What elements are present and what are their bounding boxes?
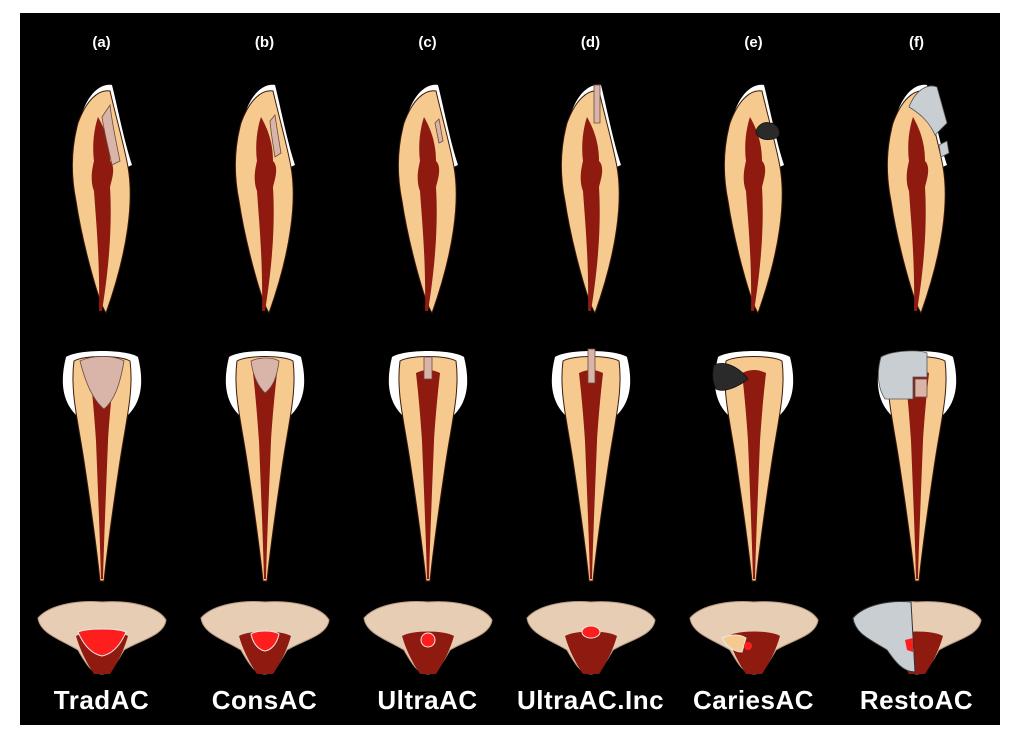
exposed-pulp xyxy=(582,626,600,638)
column-name: UltraAC.Inc xyxy=(501,685,680,716)
column-e: (e) CariesAC xyxy=(672,13,835,725)
column-letter: (b) xyxy=(183,34,346,51)
front-view-tooth xyxy=(672,331,835,591)
caries-access xyxy=(722,635,746,652)
access-cavity-figure: (a) TradAC (b) ConsAC (c) UltraAC (d) Ul… xyxy=(20,13,1000,725)
column-letter: (f) xyxy=(835,34,998,51)
front-view-tooth xyxy=(346,331,509,591)
caries-lesion xyxy=(756,123,779,140)
side-view-tooth xyxy=(346,61,509,331)
column-name: ConsAC xyxy=(175,685,354,716)
restoration xyxy=(853,602,915,672)
access-cavity xyxy=(588,349,595,383)
occlusal-view-tooth xyxy=(346,588,509,683)
column-letter: (c) xyxy=(346,34,509,51)
column-name: CariesAC xyxy=(664,685,843,716)
column-name: TradAC xyxy=(20,685,191,716)
side-view-tooth xyxy=(672,61,835,331)
column-d: (d) UltraAC.Inc xyxy=(509,13,672,725)
figure-panel: (a) TradAC (b) ConsAC (c) UltraAC (d) Ul… xyxy=(20,13,1000,725)
occlusal-view-tooth xyxy=(509,588,672,683)
access-cavity xyxy=(594,85,600,123)
column-f: (f) RestoAC xyxy=(835,13,998,725)
access-cavity xyxy=(424,357,432,379)
column-a: (a) TradAC xyxy=(20,13,183,725)
front-view-tooth xyxy=(183,331,346,591)
side-view-tooth xyxy=(183,61,346,331)
front-view-tooth xyxy=(835,331,998,591)
column-letter: (d) xyxy=(509,34,672,51)
column-b: (b) ConsAC xyxy=(183,13,346,725)
column-name: UltraAC xyxy=(338,685,517,716)
column-name: RestoAC xyxy=(827,685,1000,716)
exposed-pulp xyxy=(421,633,435,647)
occlusal-view-tooth xyxy=(20,588,183,683)
occlusal-view-tooth xyxy=(672,588,835,683)
side-view-tooth xyxy=(835,61,998,331)
side-view-tooth xyxy=(20,61,183,331)
column-letter: (e) xyxy=(672,34,835,51)
side-view-tooth xyxy=(509,61,672,331)
front-view-tooth xyxy=(20,331,183,591)
occlusal-view-tooth xyxy=(835,588,998,683)
front-view-tooth xyxy=(509,331,672,591)
occlusal-view-tooth xyxy=(183,588,346,683)
exposed-pulp xyxy=(744,642,752,650)
column-c: (c) UltraAC xyxy=(346,13,509,725)
column-letter: (a) xyxy=(20,34,183,51)
access-cavity xyxy=(915,379,927,397)
